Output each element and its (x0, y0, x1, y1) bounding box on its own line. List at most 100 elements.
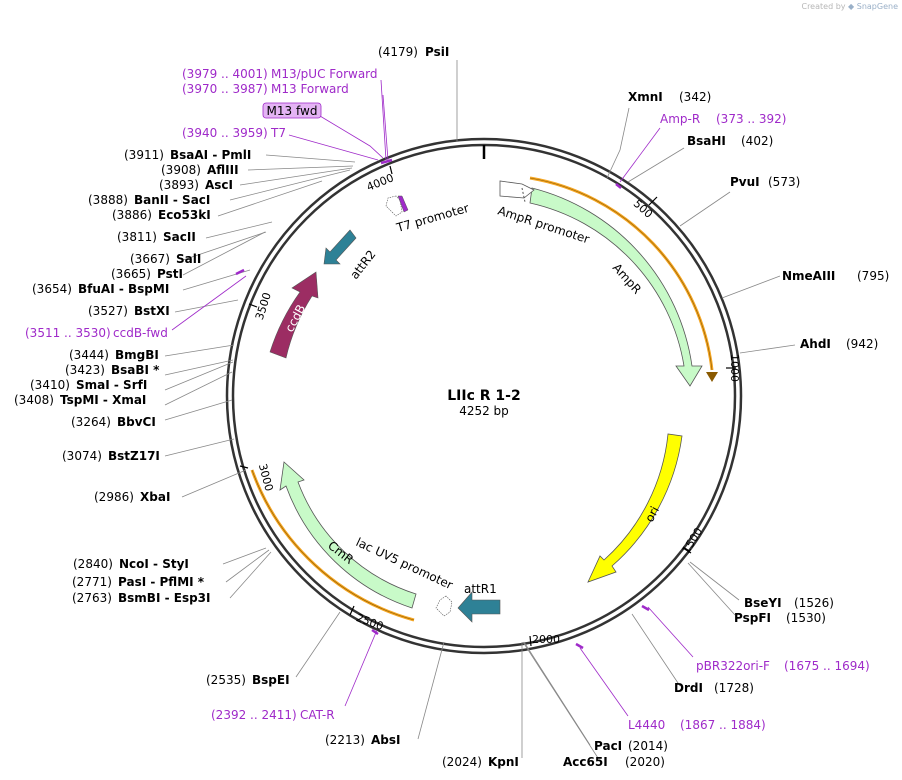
tick-2500: 2500 (354, 611, 385, 633)
nmea-name: NmeAIII (782, 269, 835, 283)
sac2-name: SacII (163, 230, 196, 244)
tspm-name: TspMI - XmaI (60, 393, 146, 407)
nco-name: NcoI - StyI (119, 557, 189, 571)
pas-name: PasI - PflMI * (118, 575, 205, 589)
bsab-name: BsaBI * (111, 363, 160, 377)
t7-primer-box (397, 195, 409, 213)
nmea-pos: (795) (857, 269, 889, 283)
catr-name: CAT-R (300, 708, 335, 722)
plasmid-length: 4252 bp (459, 404, 509, 418)
ccdbfwd-name: ccdB-fwd (113, 326, 168, 340)
bstz-name: BstZ17I (108, 449, 160, 463)
catr-pos: (2392 .. 2411) (211, 708, 297, 722)
pac-name: PacI (594, 739, 622, 753)
ampr-primer-name: Amp-R (660, 112, 700, 126)
cmr-orange-outline (251, 469, 415, 621)
psi-pos: (4179) (378, 45, 418, 59)
tspm-pos: (3408) (14, 393, 54, 407)
sac2-pos: (3811) (117, 230, 157, 244)
asc-pos: (3893) (159, 178, 199, 192)
cmr-arrow (279, 461, 417, 609)
primer-leaders (171, 79, 694, 717)
t7-primer-name: T7 (270, 126, 286, 140)
bstz-pos: (3074) (62, 449, 102, 463)
kpn-name: KpnI (488, 755, 519, 769)
ahd-name: AhdI (800, 337, 831, 351)
pvu-pos: (573) (768, 175, 800, 189)
credit-brand: SnapGene (856, 2, 898, 11)
ampr-orange-outline (529, 177, 713, 371)
m13puc-name: M13/pUC Forward (271, 67, 378, 81)
bsaa-pos: (3911) (124, 148, 164, 162)
ampr-primer-pos: (373 .. 392) (716, 112, 786, 126)
pspf-name: PspFI (734, 611, 771, 625)
tick-1500: 1500 (680, 525, 706, 556)
ban2-name: BanII - SacI (134, 193, 210, 207)
ban2-pos: (3888) (88, 193, 128, 207)
t7-primer-pos: (3940 .. 3959) (182, 126, 268, 140)
bspe-name: BspEI (252, 673, 290, 687)
afl3-name: AflIII (207, 163, 239, 177)
pst-pos: (3665) (111, 267, 151, 281)
sal-name: SalI (176, 252, 201, 266)
ampr-orange-arrowhead (706, 372, 718, 382)
asc-name: AscI (205, 178, 233, 192)
lac-uv5-arrow (435, 595, 453, 617)
bbvc-name: BbvCI (117, 415, 156, 429)
drd-pos: (1728) (714, 681, 754, 695)
bsahi-pos: (402) (741, 134, 773, 148)
bmgb-pos: (3444) (69, 348, 109, 362)
pbr322-pos: (1675 .. 1694) (784, 659, 870, 673)
left-labels: (3911) BsaAI - PmlI (3908) AflIII (3893)… (14, 148, 251, 605)
bsey-name: BseYI (744, 596, 782, 610)
ccdb-arrow (269, 271, 319, 359)
sma-name: SmaI - SrfI (76, 378, 147, 392)
abs-name: AbsI (371, 733, 400, 747)
plasmid-name: LIIc R 1-2 (447, 388, 520, 404)
abs-pos: (2213) (325, 733, 365, 747)
attr2-arrow (323, 229, 357, 265)
xmn-pos: (342) (679, 90, 711, 104)
sal-pos: (3667) (130, 252, 170, 266)
bsmb-name: BsmBI - Esp3I (118, 591, 210, 605)
backbone-outer (225, 137, 743, 655)
right-labels: XmnI (342) Amp-R (373 .. 392) BsaHI (402… (628, 90, 889, 732)
bmgb-name: BmgBI (115, 348, 159, 362)
bstx-name: BstXI (134, 304, 170, 318)
m13f-pos: (3970 .. 3987) (182, 82, 268, 96)
tick-3500: 3500 (253, 291, 274, 322)
attr1-arrow (457, 591, 501, 623)
m13-fwd-badge (262, 102, 322, 119)
tick-2000: 2000 (532, 633, 560, 646)
eco53-name: Eco53kI (158, 208, 211, 222)
kpn-pos: (2024) (442, 755, 482, 769)
bspe-pos: (2535) (206, 673, 246, 687)
bbvc-pos: (3264) (71, 415, 111, 429)
pas-pos: (2771) (72, 575, 112, 589)
xmn-name: XmnI (628, 90, 663, 104)
tick-4000: 4000 (365, 171, 396, 194)
ori-arrow (587, 433, 683, 583)
pvu-name: PvuI (730, 175, 760, 189)
nco-pos: (2840) (73, 557, 113, 571)
bsahi-name: BsaHI (687, 134, 726, 148)
primer-marks (235, 158, 650, 650)
bstx-pos: (3527) (88, 304, 128, 318)
credit-prefix: Created by (801, 2, 846, 11)
attr2-label: attR2 (347, 247, 378, 281)
ccdbfwd-pos: (3511 .. 3530) (25, 326, 111, 340)
eco53-pos: (3886) (112, 208, 152, 222)
acc65-pos: (2020) (625, 755, 665, 769)
sma-pos: (3410) (30, 378, 70, 392)
snapgene-credit: Created by ◆ SnapGene (801, 2, 898, 11)
ampr-arrow (529, 187, 703, 387)
m13puc-pos: (3979 .. 4001) (182, 67, 268, 81)
tick-1000: 1000 (728, 354, 741, 382)
pac-pos: (2014) (628, 739, 668, 753)
attr1-label: attR1 (464, 582, 497, 596)
bsaa-name: BsaAI - PmlI (170, 148, 251, 162)
afl3-pos: (3908) (161, 163, 201, 177)
ori-label: ori (642, 504, 662, 524)
psi-name: PsiI (425, 45, 449, 59)
leader-lines (164, 60, 796, 759)
